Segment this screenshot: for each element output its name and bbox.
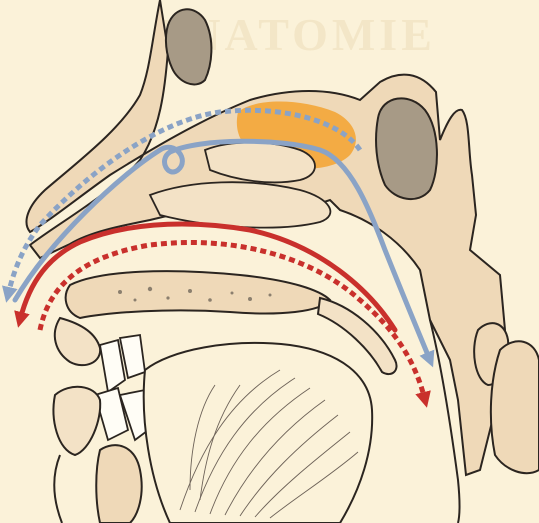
- mandible: [96, 445, 141, 523]
- cervical-vertebra-lower: [491, 341, 539, 473]
- sphenoid-sinus: [376, 98, 437, 199]
